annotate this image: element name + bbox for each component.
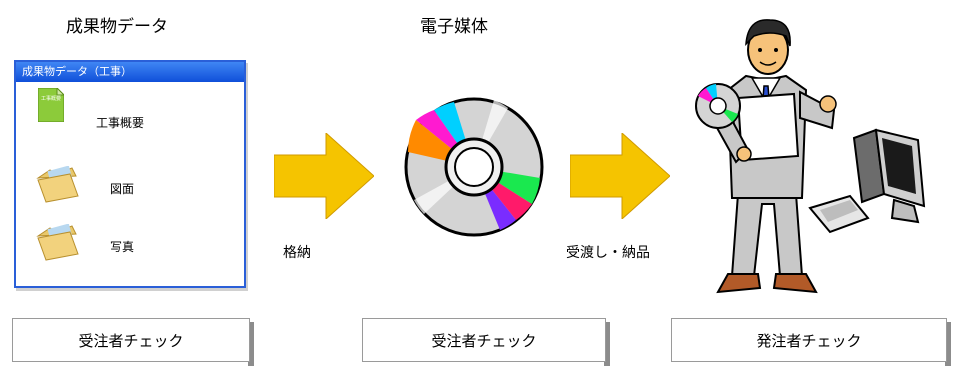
item-label-drawings[interactable]: 図面 [110,182,135,196]
client-check-box: 発注者チェック [671,318,947,362]
contractor-check-box-1: 受注者チェック [12,318,250,362]
label-deliver: 受渡し・納品 [566,245,650,261]
arrow-right-icon [273,131,375,223]
document-icon: 工事概要 [37,86,66,123]
check-box-shadow [248,322,254,366]
computer-icon [806,128,930,240]
heading-electronic-media: 電子媒体 [420,17,488,37]
window-title-bar: 成果物データ（工事） [16,62,244,82]
arrow-right-icon [569,131,671,223]
businessman-illustration [688,6,848,308]
check-box-shadow [945,322,951,366]
document-icon-text: 工事概要 [41,95,61,102]
item-label-photos[interactable]: 写真 [110,240,135,254]
contractor-check-box-2: 受注者チェック [362,318,606,362]
deliverable-data-window: 成果物データ（工事） 工事概要 工事概要 図面 写真 [14,60,246,288]
check-box-shadow [604,322,610,366]
label-store: 格納 [283,245,311,261]
folder-icon [36,223,80,262]
folder-icon [36,165,80,204]
item-label-overview[interactable]: 工事概要 [96,116,145,130]
cd-disc-icon [404,96,544,242]
heading-deliverable-data: 成果物データ [66,17,168,37]
